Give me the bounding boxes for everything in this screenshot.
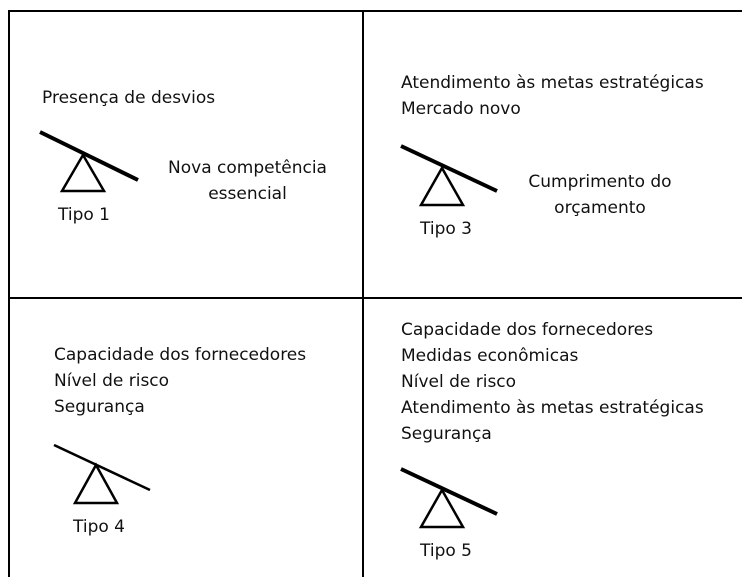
panel-5-label: Tipo 5 [420, 541, 472, 561]
panel-3-side-items: Cumprimento do orçamento [510, 169, 690, 221]
panel-1-top-items: Presença de desvios [42, 85, 215, 111]
panel-1-side-items: Nova competência essencial [160, 155, 335, 207]
panel-5-item: Medidas econômicas [401, 346, 579, 366]
panel-1-item: Presença de desvios [42, 88, 216, 108]
panel-3-item: Atendimento às metas estratégicas [401, 73, 704, 93]
top-border [8, 10, 742, 12]
panel-1-label: Tipo 1 [58, 205, 110, 225]
panel-3-item: Mercado novo [401, 99, 521, 119]
panel-1-side-line: Nova competência [168, 158, 327, 178]
seesaw-icon [53, 443, 151, 505]
panel-4-item: Capacidade dos fornecedores [54, 345, 307, 365]
middle-divider [8, 297, 742, 299]
panel-5-item: Nível de risco [401, 372, 517, 392]
panel-4-item: Nível de risco [54, 371, 170, 391]
center-divider [362, 10, 364, 577]
panel-4-label: Tipo 4 [73, 517, 125, 537]
panel-5-item: Segurança [401, 424, 492, 444]
panel-4-top-items: Capacidade dos fornecedores Nível de ris… [54, 342, 306, 420]
panel-5-item: Capacidade dos fornecedores [401, 320, 654, 340]
panel-3-label: Tipo 3 [420, 219, 472, 239]
seesaw-icon [400, 467, 498, 529]
panel-3-side-line: orçamento [554, 198, 646, 218]
panel-3-side-line: Cumprimento do [528, 172, 672, 192]
panel-3-top-items: Atendimento às metas estratégicas Mercad… [401, 70, 704, 122]
panel-4-item: Segurança [54, 397, 145, 417]
seesaw-icon [39, 130, 139, 193]
panel-1-side-line: essencial [208, 184, 287, 204]
left-border [8, 10, 10, 577]
panel-5-top-items: Capacidade dos fornecedores Medidas econ… [401, 317, 704, 447]
panel-5-item: Atendimento às metas estratégicas [401, 398, 704, 418]
seesaw-icon [400, 144, 498, 207]
